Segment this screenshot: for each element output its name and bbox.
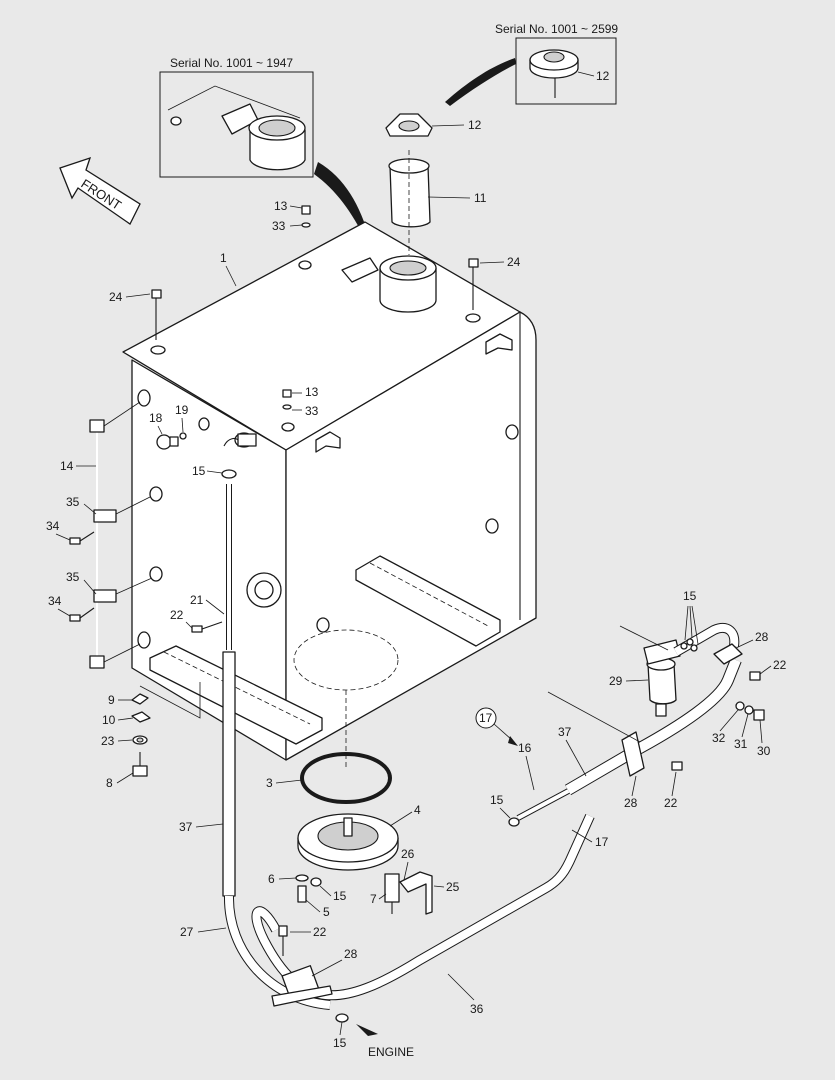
callout-3: 3 bbox=[266, 776, 273, 790]
callout-15-engine: 15 bbox=[333, 1036, 347, 1050]
callout-22-tank: 22 bbox=[170, 608, 184, 622]
callout-25: 25 bbox=[446, 880, 460, 894]
callout-21: 21 bbox=[190, 593, 204, 607]
callout-35-upper: 35 bbox=[66, 495, 80, 509]
callout-19: 19 bbox=[175, 403, 189, 417]
inset-arrow-left bbox=[314, 162, 370, 241]
callout-13-mid: 13 bbox=[305, 385, 319, 399]
callout-28-hose: 28 bbox=[624, 796, 638, 810]
callout-12-inset: 12 bbox=[596, 69, 610, 83]
callout-35-lower: 35 bbox=[66, 570, 80, 584]
callout-1: 1 bbox=[220, 251, 227, 265]
callout-15-tank: 15 bbox=[192, 464, 206, 478]
callout-15-hose: 15 bbox=[490, 793, 504, 807]
callout-15-filter: 15 bbox=[683, 589, 697, 603]
level-gauge bbox=[69, 401, 210, 669]
callout-26: 26 bbox=[401, 847, 415, 861]
front-direction-arrow: FRONT bbox=[59, 156, 141, 225]
callout-16: 16 bbox=[518, 741, 532, 755]
callout-37-right: 37 bbox=[558, 725, 572, 739]
circled-ref-17: 17 bbox=[479, 711, 493, 725]
callout-34-upper: 34 bbox=[46, 519, 60, 533]
callout-15-sender: 15 bbox=[333, 889, 347, 903]
inset-right-label: Serial No. 1001 ~ 2599 bbox=[495, 22, 618, 36]
callout-10: 10 bbox=[102, 713, 116, 727]
callout-11: 11 bbox=[474, 191, 487, 205]
drain-parts bbox=[131, 682, 201, 777]
callout-24-left: 24 bbox=[109, 290, 123, 304]
engine-label: ENGINE bbox=[368, 1045, 414, 1059]
callout-18: 18 bbox=[149, 411, 163, 425]
callout-8: 8 bbox=[106, 776, 113, 790]
hose-assembly bbox=[508, 657, 742, 827]
callout-12: 12 bbox=[468, 118, 482, 132]
callout-29: 29 bbox=[609, 674, 623, 688]
sender-unit bbox=[295, 752, 433, 915]
callout-7: 7 bbox=[370, 892, 377, 906]
fuel-tank bbox=[122, 221, 537, 770]
callout-14: 14 bbox=[60, 459, 74, 473]
top-bolts bbox=[151, 205, 479, 410]
callout-6: 6 bbox=[268, 872, 275, 886]
callout-33-mid: 33 bbox=[305, 404, 319, 418]
callout-5: 5 bbox=[323, 905, 330, 919]
callout-32: 32 bbox=[712, 731, 726, 745]
callout-22-clamp: 22 bbox=[313, 925, 327, 939]
callout-30: 30 bbox=[757, 744, 771, 758]
inset-arrow-right bbox=[445, 58, 516, 106]
callout-28-filter: 28 bbox=[755, 630, 769, 644]
filler-parts bbox=[385, 113, 433, 255]
callout-13-top: 13 bbox=[274, 199, 288, 213]
callout-27: 27 bbox=[180, 925, 194, 939]
callouts: 1 3 4 5 6 7 8 9 10 11 12 13 13 14 15 15 … bbox=[46, 118, 787, 1050]
callout-31: 31 bbox=[734, 737, 748, 751]
callout-17: 17 bbox=[595, 835, 609, 849]
engine-arrow bbox=[356, 1024, 378, 1036]
inset-left-box: Serial No. 1001 ~ 1947 bbox=[159, 56, 314, 178]
fuel-filter bbox=[619, 623, 765, 721]
callout-24-right: 24 bbox=[507, 255, 521, 269]
inset-right-box: Serial No. 1001 ~ 2599 12 bbox=[495, 22, 618, 105]
callout-34-lower: 34 bbox=[48, 594, 62, 608]
inset-left-label: Serial No. 1001 ~ 1947 bbox=[170, 56, 293, 70]
callout-22-filter: 22 bbox=[773, 658, 787, 672]
callout-36: 36 bbox=[470, 1002, 484, 1016]
callout-22-hose: 22 bbox=[664, 796, 678, 810]
callout-4: 4 bbox=[414, 803, 421, 817]
callout-28-clamp: 28 bbox=[344, 947, 358, 961]
return-pipe bbox=[191, 433, 331, 1010]
callout-33-top: 33 bbox=[272, 219, 286, 233]
callout-23: 23 bbox=[101, 734, 115, 748]
callout-9: 9 bbox=[108, 693, 115, 707]
callout-37-left: 37 bbox=[179, 820, 193, 834]
feed-pipe bbox=[251, 813, 595, 1023]
